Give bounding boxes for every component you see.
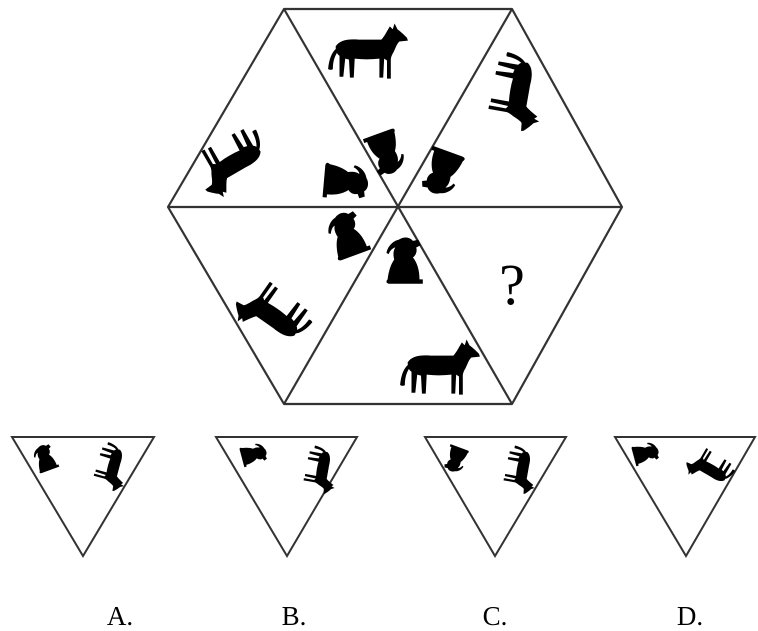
piece-lower-left [228,208,372,357]
option-b-label: B. [282,601,307,631]
piece-upper-left [188,122,409,203]
dog-rotated-icon [188,122,278,203]
option-c[interactable] [425,437,566,556]
puppy-upside-down-icon [442,444,469,475]
dog-rotated-icon [682,443,738,494]
hexagon-board [168,9,622,404]
dog-standing-icon [400,340,480,395]
question-mark: ? [499,252,525,317]
option-b-triangle [216,437,357,556]
option-b[interactable] [216,437,357,556]
piece-missing: ? [499,252,525,317]
puppy-sitting-icon [323,163,370,201]
option-c-triangle [425,437,566,556]
dog-upside-down-icon [91,441,134,494]
option-a-triangle [12,437,154,556]
puppy-sitting-icon [363,128,408,179]
piece-upper-right [418,50,551,199]
dog-upside-down-icon [302,445,341,496]
dog-rotated-icon [228,273,318,357]
option-d[interactable] [615,437,755,556]
puppy-lying-icon [239,442,269,468]
puppy-sitting-icon [418,146,466,199]
piece-top [328,23,408,78]
dog-standing-icon [328,23,408,78]
piece-lower-right [386,237,479,394]
option-a-label: A. [107,601,133,631]
dog-upside-down-icon [486,50,551,134]
puppy-sitting-icon [323,208,371,261]
option-c-label: C. [483,601,508,631]
option-a[interactable] [12,437,154,556]
puppy-sitting-icon [31,442,59,474]
puppy-lying-icon [631,441,661,467]
option-d-label: D. [677,601,703,631]
puppy-sitting-icon [386,237,422,283]
